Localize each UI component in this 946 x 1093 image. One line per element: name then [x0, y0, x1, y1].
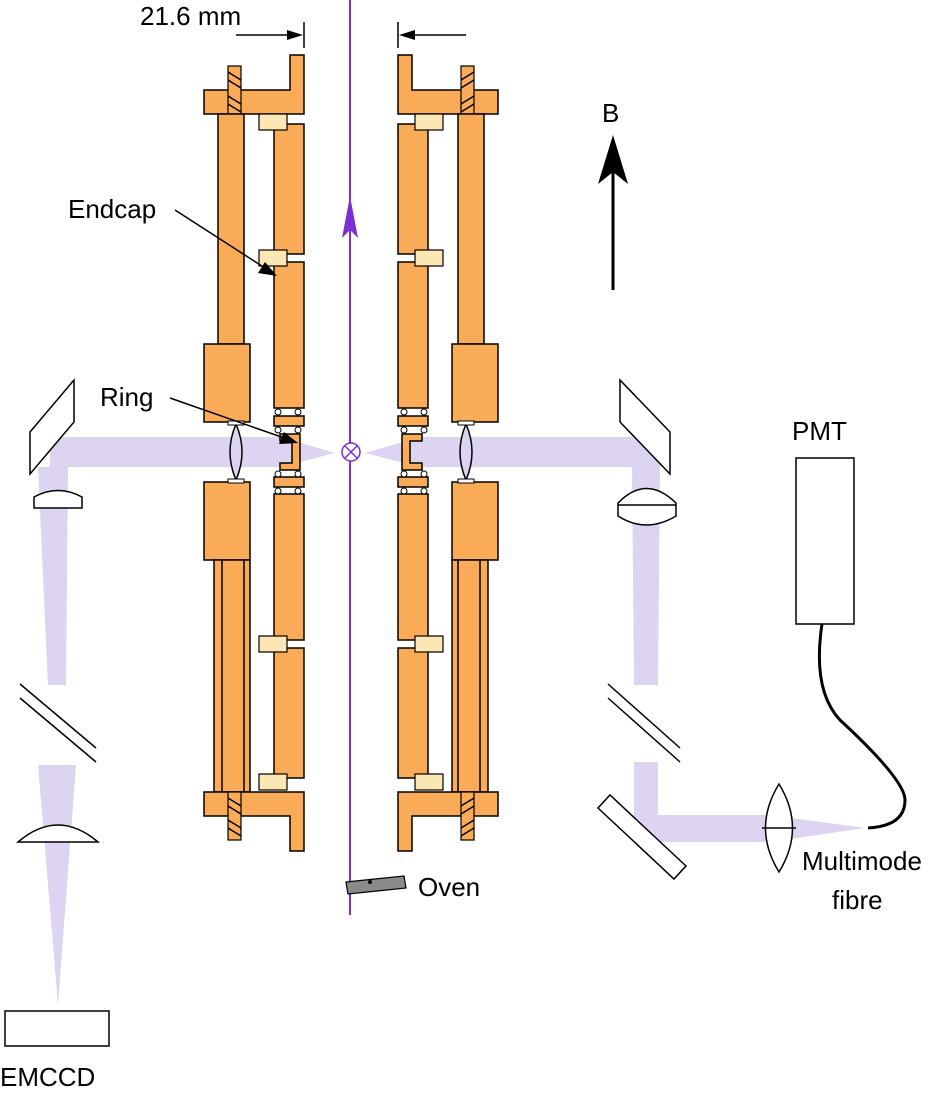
pmt-detector	[795, 457, 855, 625]
magnetic-field-arrow: B	[598, 98, 628, 290]
left-spacer-4	[258, 773, 288, 791]
left-horizontal-beam	[50, 437, 335, 467]
right-lower-beam	[634, 815, 865, 842]
emccd-camera	[4, 1010, 110, 1047]
endcap-callout: Endcap	[68, 194, 277, 276]
left-compensation-upper	[273, 415, 305, 427]
left-focusing-lens	[15, 824, 101, 843]
right-electrode-stack	[397, 54, 499, 852]
right-relay-lens	[617, 487, 677, 526]
left-endcap-electrode	[273, 261, 305, 409]
right-detection-optics: PMT Multimode fibre	[596, 378, 922, 915]
endcap-label: Endcap	[68, 194, 156, 224]
fibre-label-line1: Multimode	[802, 846, 922, 876]
left-electrode-segment-5	[273, 647, 305, 779]
left-vertical-beam-lower	[38, 765, 76, 1005]
left-top-flange	[203, 54, 305, 115]
oven-label: Oven	[418, 872, 480, 902]
fibre-label-line2: fibre	[832, 885, 883, 915]
left-lower-block	[203, 481, 251, 561]
ring-callout: Ring	[100, 382, 298, 444]
b-field-label: B	[602, 98, 619, 128]
left-compensation-lower	[273, 476, 305, 488]
left-spacer-3	[258, 635, 288, 653]
left-imaging-optics: EMCCD	[0, 377, 110, 1092]
left-collection-lens	[229, 422, 243, 482]
right-vertical-beam-lower	[634, 762, 658, 815]
right-horizontal-beam	[365, 437, 660, 467]
ring-label: Ring	[100, 382, 153, 412]
left-spacer-1	[258, 113, 288, 131]
multimode-fibre	[817, 623, 907, 830]
right-mirror	[619, 378, 671, 476]
atom-beam-arrow	[342, 196, 358, 238]
left-relay-lens	[33, 489, 83, 509]
left-spacer-2	[258, 249, 288, 267]
right-lower-mirror	[596, 793, 688, 881]
left-electrode-stack	[203, 54, 305, 852]
left-mirror	[29, 377, 75, 477]
atom-oven: Oven	[345, 872, 480, 902]
left-outer-rod-upper	[217, 113, 245, 345]
left-bottom-flange	[203, 791, 305, 852]
left-electrode-segment-4	[273, 493, 305, 641]
left-vertical-beam-upper	[38, 467, 68, 685]
b-field-arrowhead	[598, 135, 628, 184]
left-electrode-segment-1	[273, 123, 305, 255]
dimension-label: 21.6 mm	[140, 1, 241, 31]
dimension-indicator: 21.6 mm	[140, 1, 466, 48]
pmt-label: PMT	[792, 416, 847, 446]
emccd-label: EMCCD	[0, 1062, 95, 1092]
left-upper-block	[203, 343, 251, 423]
oven-body	[345, 875, 407, 895]
trap-center-marker	[341, 442, 361, 462]
